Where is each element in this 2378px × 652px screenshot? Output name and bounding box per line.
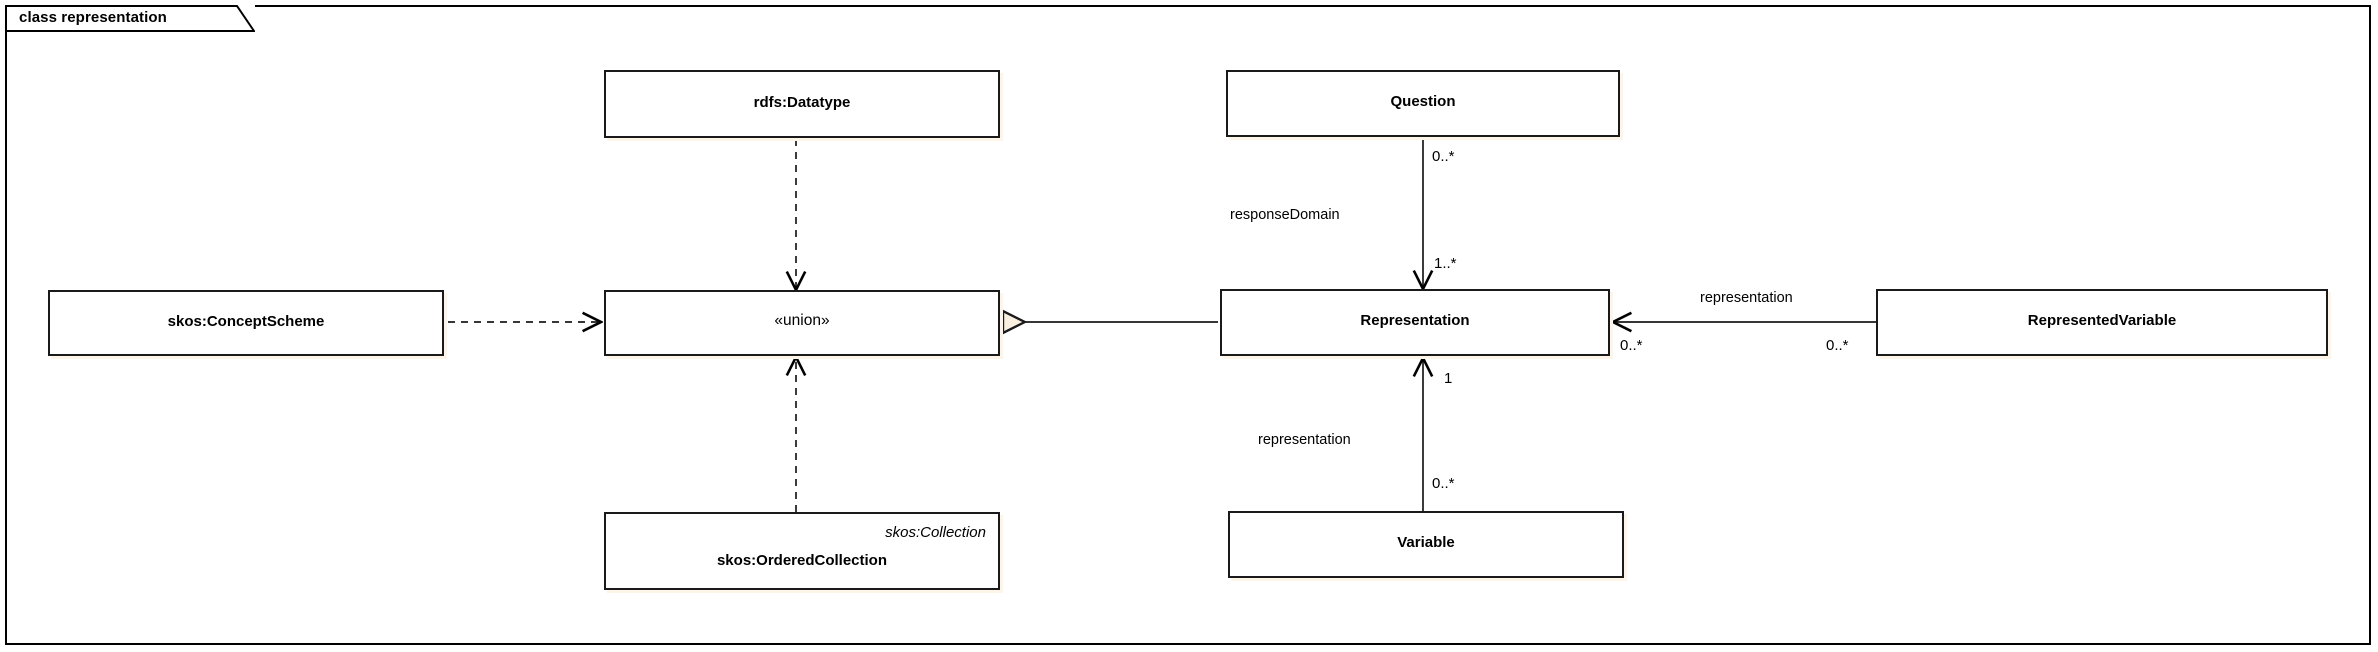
class-name-variable: Variable xyxy=(1397,534,1455,551)
multiplicity-representation-right: 0..* xyxy=(1620,337,1643,354)
multiplicity-representedvariable-end: 0..* xyxy=(1826,337,1849,354)
class-name-rdfs-datatype: rdfs:Datatype xyxy=(753,94,851,111)
class-box-union[interactable]: «union» xyxy=(604,290,1000,356)
class-box-skos-conceptscheme[interactable]: skos:ConceptScheme xyxy=(48,290,444,356)
diagram-title: class representation xyxy=(19,9,167,26)
class-box-variable[interactable]: Variable xyxy=(1228,511,1624,578)
class-box-representedvariable[interactable]: RepresentedVariable xyxy=(1876,289,2328,356)
class-qualifier-skos-collection: skos:Collection xyxy=(885,524,986,541)
diagram-title-tab: class representation xyxy=(5,5,255,32)
multiplicity-representation-bottom: 1 xyxy=(1444,370,1453,387)
multiplicity-variable-end: 0..* xyxy=(1432,475,1455,492)
class-name-skos-orderedcollection: skos:OrderedCollection xyxy=(716,552,888,569)
class-box-skos-orderedcollection[interactable]: skos:Collection skos:OrderedCollection xyxy=(604,512,1000,590)
multiplicity-representation-top: 1..* xyxy=(1434,255,1457,272)
class-name-representedvariable: RepresentedVariable xyxy=(2027,312,2177,329)
title-tab-shape xyxy=(5,5,255,32)
association-label-representation-right: representation xyxy=(1700,290,1793,306)
class-name-union: «union» xyxy=(774,312,830,329)
class-box-rdfs-datatype[interactable]: rdfs:Datatype xyxy=(604,70,1000,138)
class-box-question[interactable]: Question xyxy=(1226,70,1620,137)
multiplicity-question-end: 0..* xyxy=(1432,148,1455,165)
class-name-representation: Representation xyxy=(1360,312,1470,329)
association-label-response-domain: responseDomain xyxy=(1230,207,1340,223)
class-name-question: Question xyxy=(1390,93,1456,110)
class-name-skos-conceptscheme: skos:ConceptScheme xyxy=(167,313,325,330)
association-label-representation-bottom: representation xyxy=(1258,432,1351,448)
class-box-representation[interactable]: Representation xyxy=(1220,289,1610,356)
